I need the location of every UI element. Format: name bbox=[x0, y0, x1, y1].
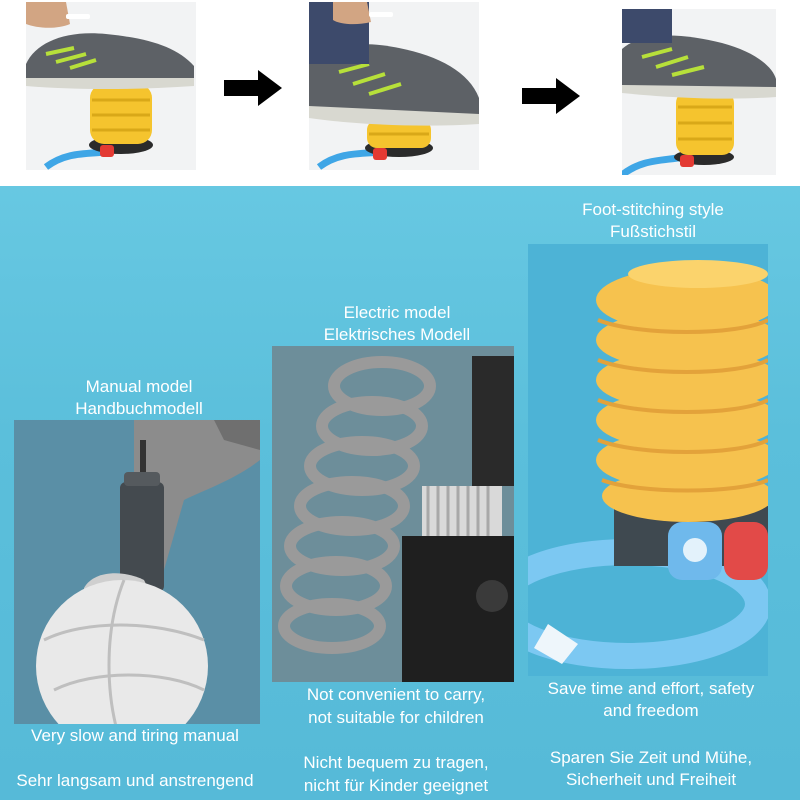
step-1-photo bbox=[26, 2, 196, 170]
arrow-right-icon bbox=[224, 70, 282, 106]
arrow-right-icon bbox=[522, 78, 580, 114]
foot-pump-photo bbox=[528, 244, 768, 676]
foot-caption-en-1: Save time and effort, safety bbox=[547, 679, 755, 698]
electric-caption-de-1: Nicht bequem zu tragen, bbox=[303, 753, 489, 772]
manual-title-en: Manual model bbox=[85, 377, 193, 396]
electric-pump-photo bbox=[272, 346, 514, 682]
instruction-strip bbox=[0, 0, 800, 186]
comparison-section: Manual model Handbuchmodell Very slow an… bbox=[0, 186, 800, 800]
electric-title-en: Electric model bbox=[343, 303, 451, 322]
electric-title-de: Elektrisches Modell bbox=[323, 325, 471, 344]
manual-caption-en: Very slow and tiring manual bbox=[31, 726, 239, 745]
manual-pump-photo bbox=[14, 420, 260, 724]
electric-caption-en-1: Not convenient to carry, bbox=[306, 685, 486, 704]
foot-caption-de-2: Sicherheit und Freiheit bbox=[565, 770, 737, 789]
manual-title-de: Handbuchmodell bbox=[75, 399, 203, 418]
manual-caption-de: Sehr langsam und anstrengend bbox=[16, 771, 254, 790]
step-2-photo bbox=[309, 2, 479, 170]
foot-caption-de-1: Sparen Sie Zeit und Mühe, bbox=[549, 748, 753, 767]
step-3-photo bbox=[622, 9, 776, 175]
electric-caption-en-2: not suitable for children bbox=[308, 708, 484, 727]
foot-title-en: Foot-stitching style bbox=[582, 200, 724, 219]
foot-title-de: Fußstichstil bbox=[610, 222, 696, 241]
electric-caption-de-2: nicht für Kinder geeignet bbox=[303, 776, 489, 795]
foot-caption-en-2: and freedom bbox=[603, 701, 699, 720]
